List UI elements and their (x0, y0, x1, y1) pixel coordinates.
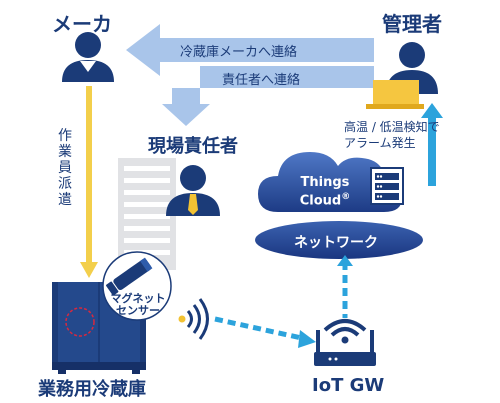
sensor-label-line1: マグネット (110, 292, 166, 305)
sensor-dot (178, 315, 186, 323)
network-ellipse (255, 221, 423, 259)
cloud-icon (258, 152, 402, 212)
dispatch-arrow (80, 86, 98, 278)
dispatch-label: 作業員派遣 (58, 128, 72, 208)
maker-label: メーカ (52, 12, 112, 36)
admin-label: 管理者 (382, 12, 442, 36)
site-manager-label: 現場責任者 (148, 136, 238, 157)
alarm-arrow (421, 103, 443, 186)
server-icon (370, 167, 404, 205)
network-label: ネットワーク (294, 235, 378, 251)
sensor-label: マグネット センサー (108, 293, 168, 317)
site-manager-person-icon (166, 165, 220, 216)
magnet-sensor-icon (102, 251, 172, 321)
sensor-label-line2: センサー (116, 304, 160, 317)
cloud-registered-mark: ® (341, 192, 351, 202)
freezer-label: 業務用冷蔵庫 (38, 379, 146, 400)
alarm-label-line2: アラーム発生 (344, 136, 416, 150)
signal-icon (186, 298, 209, 340)
alarm-label-line1: 高温 / 低温検知で (344, 120, 440, 134)
building-icon (118, 158, 176, 270)
router-icon (314, 319, 376, 366)
cloud-label: Things Cloud® (290, 175, 360, 208)
arrow-to-maker (126, 24, 374, 76)
network-to-router-line (337, 255, 353, 318)
cloud-label-line2: Cloud (299, 193, 342, 209)
laptop-icon (366, 80, 424, 109)
to-maker-label: 冷蔵庫メーカへ連絡 (180, 45, 298, 60)
maker-person-icon (62, 32, 114, 82)
cloud-label-line1: Things (300, 175, 350, 190)
sensor-to-router-line (214, 316, 316, 348)
iot-gw-label: IoT GW (312, 375, 385, 396)
arrow-to-manager (162, 66, 374, 126)
to-manager-label: 責任者へ連絡 (222, 73, 301, 88)
